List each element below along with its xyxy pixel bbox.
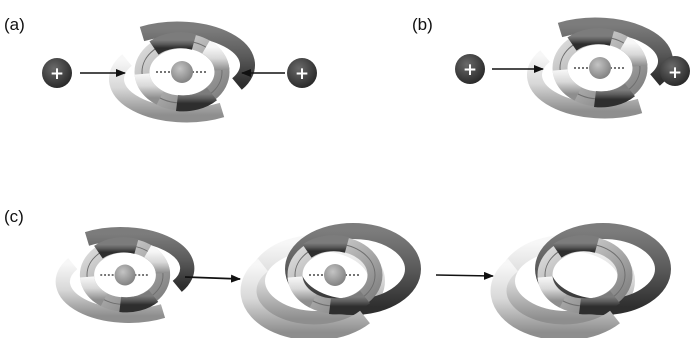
panel-b-bound-ion: +	[660, 56, 690, 86]
panel-c-interlocked-complex	[249, 231, 413, 332]
panel-a-label: (a)	[4, 15, 25, 34]
panel-c-label: (c)	[4, 207, 24, 226]
panel-c-open-complex	[63, 234, 187, 316]
panel-c-arrow-2	[435, 271, 494, 280]
panel-a-left-ion: +	[42, 58, 72, 88]
panel-a-complex	[116, 29, 247, 115]
panel-b-left-ion: +	[455, 54, 485, 84]
panel-a-right-ion: +	[287, 58, 317, 88]
panel-c-catenane	[499, 231, 663, 332]
panel-a-right-ion-symbol: +	[295, 64, 309, 84]
panel-b-left-ion-symbol: +	[463, 60, 477, 80]
panel-c-arrow-1	[184, 274, 241, 283]
panel-a-left-ion-symbol: +	[50, 64, 64, 84]
panel-b-label: (b)	[412, 15, 433, 34]
panel-b-complex	[534, 25, 665, 111]
panel-b-bound-ion-symbol: +	[668, 63, 682, 83]
